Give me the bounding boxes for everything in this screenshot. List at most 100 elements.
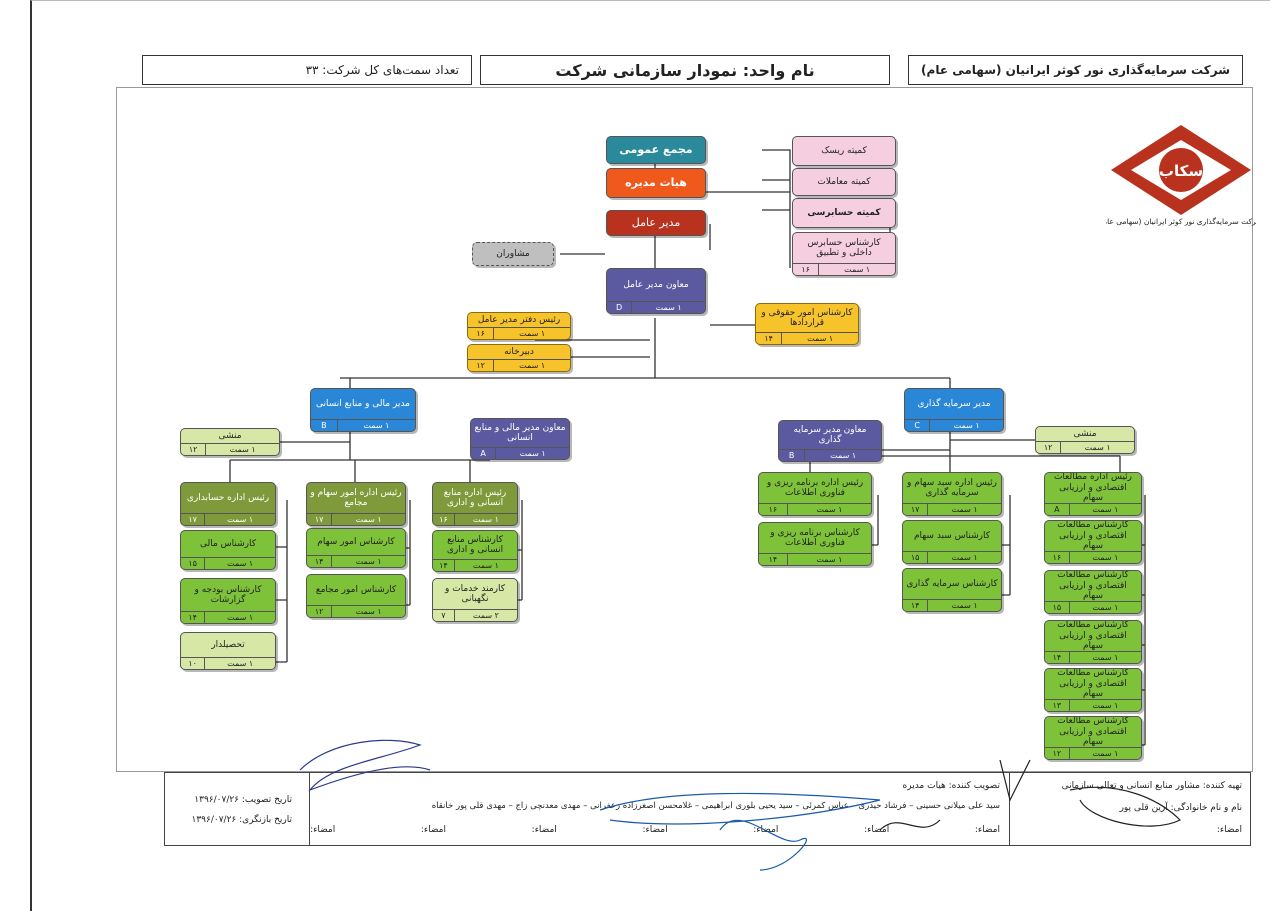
node-title: دبیرخانه [504, 346, 534, 357]
services-staff-node: کارمند خدمات و نگهبانی ۲ سمت ۷ [432, 578, 518, 622]
position-count: ۱ سمت [631, 302, 705, 313]
node-title: کارشناس حسابرس داخلی و تطبیق [807, 237, 881, 258]
node-title: مشاوران [496, 248, 530, 259]
node-title: رئیس اداره حسابداری [186, 492, 270, 503]
deputy-ceo-node: معاون مدیر عامل ۱ سمت D [606, 268, 706, 314]
signature-label: امضاء: [864, 825, 890, 835]
audit-committee-node: کمیته حسابرسی [792, 198, 896, 228]
financial-expert-node: کارشناس مالی ۱ سمت ۱۵ [180, 530, 276, 570]
signature-label: امضاء: [531, 825, 557, 835]
unit-title: نام واحد: نمودار سازمانی شرکت [555, 60, 815, 80]
grade-code: ۱۴ [1052, 653, 1062, 662]
node-title: هیات مدیره [625, 175, 687, 189]
position-count: ۱ سمت [331, 556, 405, 567]
position-count: ۱ سمت [493, 360, 570, 371]
node-title: کارشناس مطالعات اقتصادی و ارزیابی سهام [1057, 571, 1129, 601]
position-count: ۱ سمت [927, 504, 1001, 515]
node-title: کارشناس بودجه و گزارشات [194, 584, 262, 605]
logo-caption: شرکت سرمایه‌گذاری نور کوثر ایرانیان (سها… [1106, 217, 1256, 226]
node-title: رئیس اداره سبد سهام و سرمایه گذاری [907, 477, 997, 498]
grade-code: ۱۲ [1043, 443, 1053, 452]
company-name-box: شرکت سرمایه‌گذاری نور کوثر ایرانیان (سها… [908, 55, 1243, 85]
node-title: کارشناس مطالعات اقتصادی و ارزیابی سهام [1057, 717, 1129, 747]
node-title: مجمع عمومی [619, 142, 693, 156]
total-positions: تعداد سمت‌های کل شرکت: ۳۳ [305, 63, 459, 77]
grade-code: ۱۴ [439, 561, 448, 570]
position-count: ۲ سمت [453, 610, 517, 621]
grade-code: A [480, 449, 486, 458]
node-title: کارشناس برنامه ریزی و فناوری اطلاعات [770, 527, 860, 548]
grade-code: ۱۶ [439, 515, 448, 524]
portfolio-head-node: رئیس اداره سبد سهام و سرمایه گذاری ۱ سمت ۱… [902, 472, 1002, 516]
node-title: منشی [1073, 428, 1097, 439]
position-count: ۱ سمت [204, 658, 275, 669]
grade-code: ۱۶ [768, 505, 778, 514]
research-head-node: رئیس اداره مطالعات اقتصادی و ارزیابی سها… [1044, 472, 1142, 516]
position-count: ۱ سمت [204, 558, 275, 569]
node-title: کارشناس مالی [199, 538, 257, 549]
node-title: معاون مدیر سرمایه گذاری [793, 424, 867, 445]
prepared-by: تهیه کننده: مشاور منابع انسانی و تعالی س… [1061, 781, 1242, 791]
position-count: ۱ سمت [1068, 700, 1141, 711]
approval-date: تاریخ تصویب: ۱۳۹۶/۰۷/۲۶ [194, 795, 292, 805]
signature-label: امضاء: [310, 825, 336, 835]
grade-code: ۱۶ [476, 329, 485, 338]
review-date: تاریخ بازنگری: ۱۳۹۶/۰۷/۲۶ [191, 815, 293, 825]
grade-code: ۱۷ [910, 505, 920, 514]
grade-code: ۱۵ [1052, 603, 1062, 612]
node-title: رئیس اداره برنامه ریزی و فناوری اطلاعات [766, 477, 864, 498]
member-signature-labels: امضاء: امضاء: امضاء: امضاء: امضاء: امضاء… [310, 825, 1000, 835]
position-count: ۱ سمت [204, 612, 275, 623]
grade-code: A [1054, 505, 1060, 514]
node-title: رئیس اداره امور سهام و مجامع [310, 487, 402, 508]
grade-code: ۱۷ [188, 515, 197, 524]
grade-code: ۷ [441, 611, 446, 620]
position-count: ۱ سمت [927, 600, 1001, 611]
position-count: ۱ سمت [1068, 748, 1141, 759]
position-count: ۱ سمت [804, 450, 881, 461]
node-title: کارشناس مطالعات اقتصادی و ارزیابی سهام [1057, 521, 1129, 551]
node-title: معاون مدیر عامل [623, 279, 689, 290]
grade-code: ۱۵ [188, 559, 197, 568]
deals-committee-node: کمیته معاملات [792, 168, 896, 196]
position-count: ۱ سمت [781, 333, 858, 344]
grade-code: ۱۶ [1052, 553, 1062, 562]
approved-by: تصویب کننده: هیات مدیره [902, 781, 1000, 791]
ceo-node: مدیر عامل [606, 210, 706, 236]
position-count: ۱ سمت [1068, 504, 1141, 515]
node-title: منشی [218, 430, 242, 441]
position-count: ۱ سمت [331, 514, 405, 525]
node-title: رئیس دفتر مدیر عامل [477, 314, 561, 325]
node-title: کارمند خدمات و نگهبانی [444, 583, 506, 604]
board-members: سید علی میلانی حسینی – فرشاد حیدری – عبا… [431, 801, 1000, 811]
node-title: مدیر عامل [631, 215, 681, 229]
node-title: کارشناس منابع انسانی و اداری [446, 534, 504, 555]
chart-frame [116, 87, 1253, 772]
node-title: کارشناس مطالعات اقتصادی و ارزیابی سهام [1057, 621, 1129, 651]
node-title: کمیته ریسک [821, 145, 867, 156]
grade-code: B [321, 421, 327, 430]
position-count: ۱ سمت [1068, 652, 1141, 663]
position-count: ۱ سمت [205, 444, 279, 455]
grade-code: D [616, 303, 623, 312]
approval-footer: تهیه کننده: مشاور منابع انسانی و تعالی س… [164, 772, 1251, 846]
general-assembly-node: مجمع عمومی [606, 136, 706, 164]
position-count: ۱ سمت [1068, 552, 1141, 563]
position-count: ۱ سمت [204, 514, 275, 525]
